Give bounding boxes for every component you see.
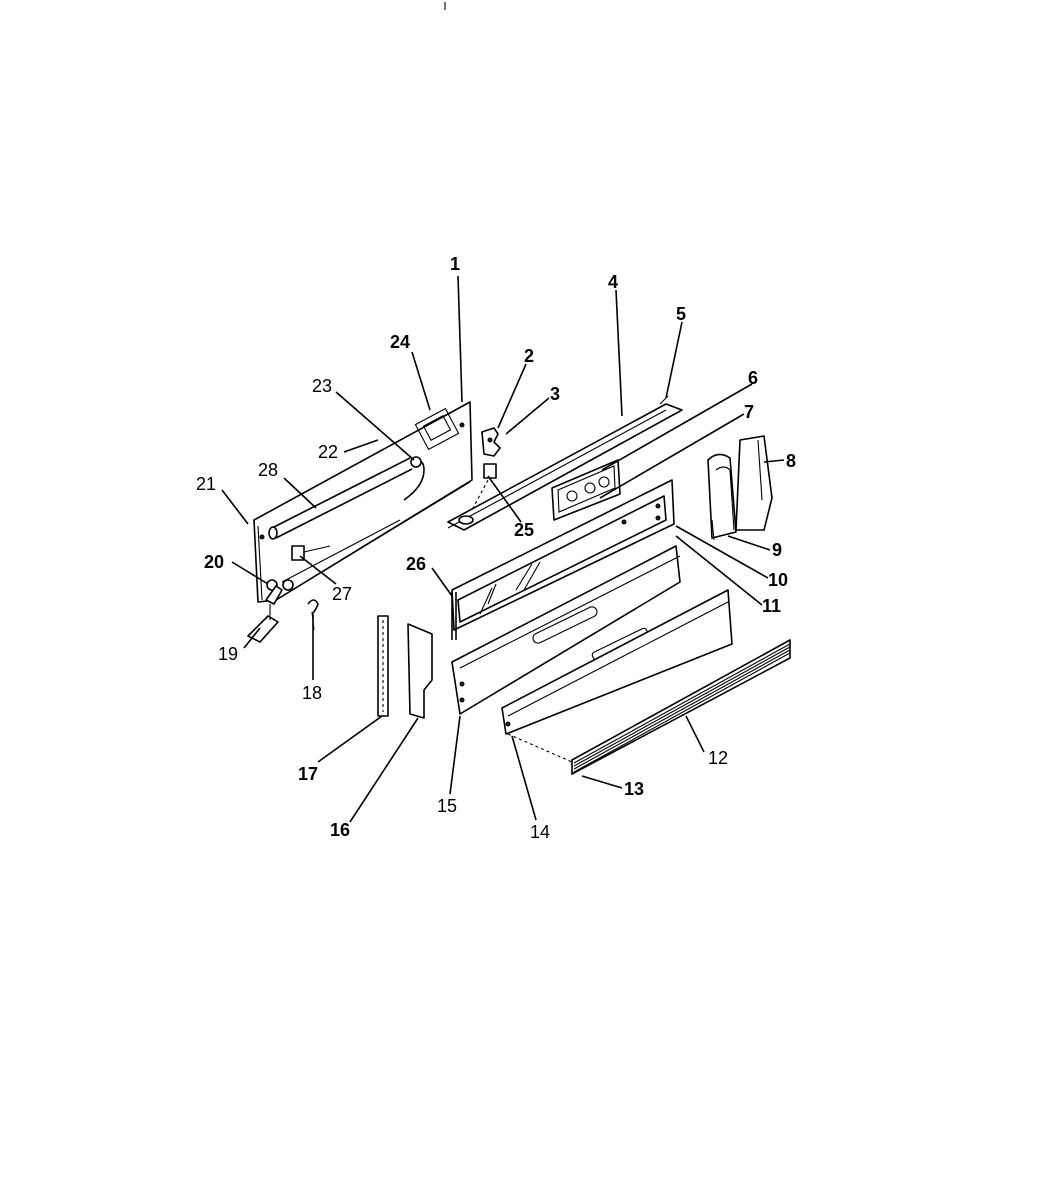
- callout-23: 23: [312, 376, 332, 396]
- callout-6: 6: [748, 368, 758, 388]
- callout-12: 12: [708, 748, 728, 768]
- callout-8: 8: [786, 451, 796, 471]
- top-bracket: [481, 427, 501, 457]
- callout-3: 3: [550, 384, 560, 404]
- callout-22: 22: [318, 442, 338, 462]
- callout-19: 19: [218, 644, 238, 664]
- callout-11: 11: [762, 596, 781, 616]
- lower-panel: [501, 589, 733, 735]
- left-end-strip: [377, 615, 389, 717]
- hinge-clip: [247, 579, 294, 643]
- manifold-rod: [268, 457, 415, 540]
- right-end-cap: [735, 435, 773, 531]
- glass-trim: [451, 592, 457, 640]
- callout-7: 7: [744, 402, 754, 422]
- left-end-panel: [253, 401, 473, 603]
- callout-15: 15: [437, 796, 457, 816]
- callout-26: 26: [406, 554, 426, 574]
- panel-housing: [451, 545, 681, 715]
- callout-27: 27: [332, 584, 352, 604]
- callout-24: 24: [390, 332, 410, 352]
- callout-9: 9: [772, 540, 782, 560]
- callout-2: 2: [524, 346, 534, 366]
- control-panel: [451, 479, 675, 631]
- clock-timer-module: [551, 459, 621, 521]
- callout-1: 1: [450, 254, 460, 274]
- callout-28: 28: [258, 460, 278, 480]
- mount-bracket: [281, 519, 401, 583]
- callout-14: 14: [530, 822, 550, 842]
- callout-20: 20: [204, 552, 224, 572]
- callout-5: 5: [676, 304, 686, 324]
- callout-10: 10: [768, 570, 788, 590]
- callout-25: 25: [514, 520, 534, 540]
- vent-grille: [507, 639, 791, 775]
- callout-4: 4: [608, 272, 618, 292]
- callout-16: 16: [330, 820, 350, 840]
- right-end-trim: [707, 453, 737, 541]
- callout-labels: 1 2 3 4 5 6 7 8 9 10 11 12 13 14 15 16 1…: [196, 254, 796, 842]
- callout-13: 13: [624, 779, 644, 799]
- top-trim-rail: [447, 395, 683, 531]
- callout-17: 17: [298, 764, 318, 784]
- callout-21: 21: [196, 474, 216, 494]
- left-end-cap: [407, 623, 433, 719]
- callout-18: 18: [302, 683, 322, 703]
- leader-lines: [221, 275, 785, 823]
